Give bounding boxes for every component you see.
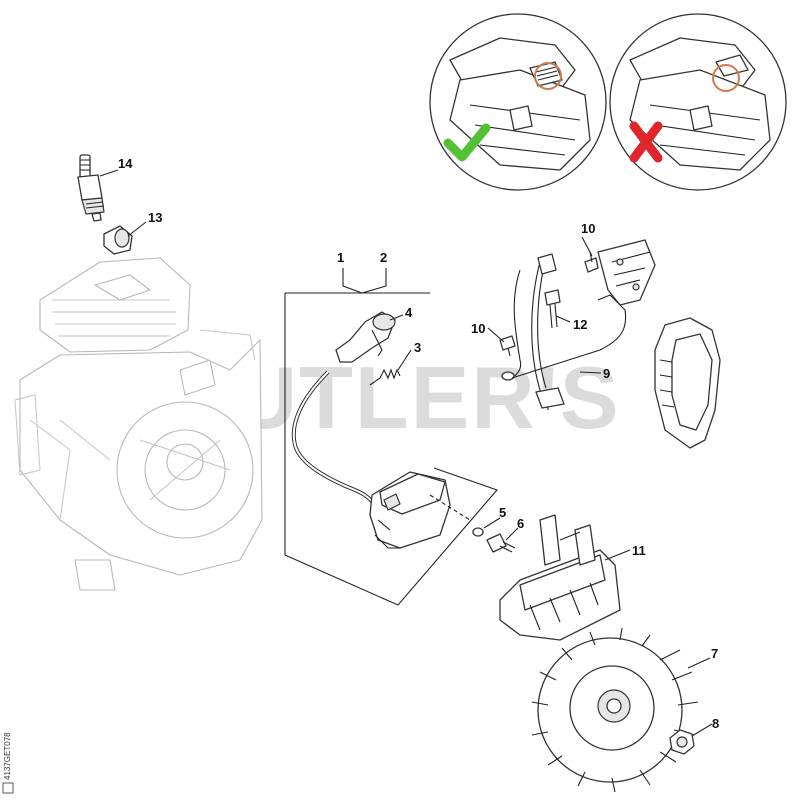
- harness-screw-10-left: [499, 335, 516, 357]
- callout-10-left: 10: [471, 321, 485, 336]
- inset-correct-highlight: [534, 62, 562, 90]
- cross-icon: [629, 121, 663, 163]
- callout-1: 1: [337, 250, 344, 265]
- leader-lines: [99, 169, 713, 737]
- callout-9: 9: [603, 366, 610, 381]
- drawing-code-box: [2, 782, 14, 794]
- callout-3: 3: [414, 340, 421, 355]
- spark-plug-boot: [103, 225, 133, 255]
- kit-bracket: [284, 293, 498, 606]
- callout-13: 13: [148, 210, 162, 225]
- callout-11: 11: [632, 543, 646, 558]
- spring: [369, 368, 401, 386]
- shroud: [654, 317, 721, 449]
- callout-8: 8: [712, 716, 719, 731]
- callout-6: 6: [517, 516, 524, 531]
- flywheel-nut: [669, 729, 695, 755]
- ignition-module: [369, 471, 471, 549]
- inset-wrong-highlight: [712, 64, 740, 92]
- crankcase-drawing: [14, 257, 263, 591]
- harness-screw-12: [544, 289, 561, 329]
- washer: [472, 527, 484, 537]
- module-screw: [486, 533, 516, 553]
- inset-wrong: [609, 13, 787, 191]
- inset-correct: [429, 13, 607, 191]
- callout-12: 12: [573, 317, 587, 332]
- spark-plug: [77, 154, 105, 222]
- flywheel: [531, 627, 699, 793]
- wiring-harness: [501, 239, 656, 411]
- callout-14: 14: [118, 156, 133, 171]
- callout-7: 7: [711, 646, 718, 661]
- callout-5: 5: [499, 505, 506, 520]
- callout-10-top: 10: [581, 221, 595, 236]
- drawing-code: 4137GET078: [3, 732, 12, 780]
- kit-brace: [342, 268, 387, 294]
- carrier-bracket: [499, 514, 621, 641]
- checkmark-icon: [443, 123, 491, 162]
- callout-2: 2: [380, 250, 387, 265]
- callout-4: 4: [405, 305, 413, 320]
- lead-cover: [335, 311, 396, 363]
